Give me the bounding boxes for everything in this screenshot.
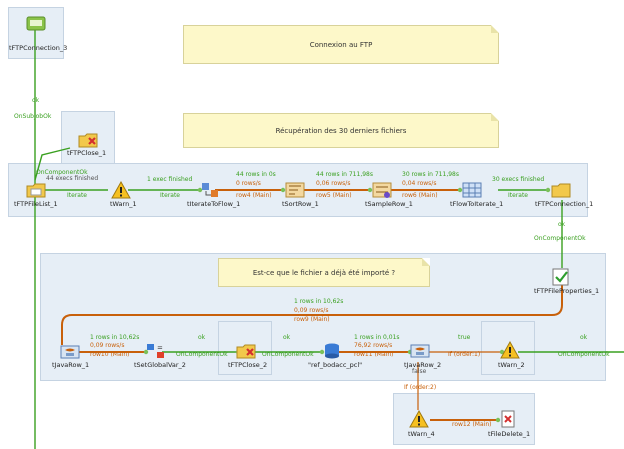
file-delete-icon[interactable] <box>498 410 518 428</box>
ftp-file-properties-icon[interactable] <box>551 268 571 286</box>
link-row10: row10 (Main) <box>90 351 130 358</box>
link-rows44-time: 44 rows in 0s <box>236 171 276 178</box>
warning-4-icon[interactable] <box>409 410 429 428</box>
link-iterate-2: Iterate <box>160 192 181 199</box>
link-row5: row5 (Main) <box>316 192 352 199</box>
link-oncompok-1: OnComponentOk <box>36 169 88 176</box>
link-ok-4: ok <box>283 334 291 341</box>
link-row11: row11 (Main) <box>354 351 394 358</box>
note-recup-text: Récupération des 30 derniers fichiers <box>275 126 407 135</box>
svg-text:=: = <box>157 344 163 352</box>
label-bodacc: "ref_bodacc_pcl" <box>308 361 363 369</box>
label-ftpprops: tFTPFileProperties_1 <box>534 287 600 295</box>
label-tflowiter: tFlowToIterate_1 <box>450 200 504 208</box>
warning-2-icon[interactable] <box>500 341 520 359</box>
link-rows30-rate: 0,04 rows/s <box>402 180 437 187</box>
sort-row-icon[interactable] <box>285 181 305 199</box>
link-ok-3: ok <box>198 334 206 341</box>
label-tsort: tSortRow_1 <box>282 200 319 208</box>
note-ftp-connection[interactable]: Connexion au FTP <box>183 25 499 64</box>
link-row9: row9 (Main) <box>294 316 330 323</box>
subjob-ftp-connection[interactable] <box>8 7 64 59</box>
link-rows44-rate: 0 rows/s <box>236 180 261 187</box>
database-input-icon[interactable] <box>322 342 342 360</box>
label-twarn4: tWarn_4 <box>408 430 435 438</box>
link-oncompok-4: OnComponentOk <box>262 351 314 358</box>
note-question-text: Est-ce que le fichier a déjà été importé… <box>252 268 396 277</box>
link-execs-44: 44 execs finished <box>46 175 99 182</box>
link-rows44b-rate: 0,06 rows/s <box>316 180 351 187</box>
link-oncompok-3: OnComponentOk <box>176 351 228 358</box>
note-ftp-text: Connexion au FTP <box>309 40 373 49</box>
ftp-connection-icon[interactable] <box>26 14 46 32</box>
java-row-icon[interactable] <box>60 343 80 361</box>
link-exec-1: 1 exec finished <box>147 176 193 183</box>
link-rows1c-time: 1 rows in 0,01s <box>354 334 400 341</box>
label-tjava1: tJavaRow_1 <box>52 361 90 369</box>
label-tjava2: tJavaRow_2 <box>404 361 442 369</box>
label-tsetglobal: tSetGlobalVar_2 <box>134 361 186 369</box>
sample-row-icon[interactable] <box>372 181 392 199</box>
label-twarn2: tWarn_2 <box>498 361 525 369</box>
link-oncompok-2: OnComponentOk <box>534 235 586 242</box>
link-iterate-3: Iterate <box>508 192 529 199</box>
link-rows1-rate: 0,09 rows/s <box>294 307 329 314</box>
set-global-var-icon[interactable]: = <box>146 342 166 360</box>
link-rows1b-rate: 0,09 rows/s <box>90 342 125 349</box>
link-if-order2: If (order:2) <box>404 384 437 391</box>
java-row-2-icon[interactable] <box>410 342 430 360</box>
link-row4: row4 (Main) <box>236 192 272 199</box>
label-ftpfilelist1: tFTPFileList_1 <box>14 200 58 208</box>
link-ok-1: ok <box>32 97 40 104</box>
link-row12: row12 (Main) <box>452 421 492 428</box>
link-if-order1: If (order:1) <box>448 351 481 358</box>
label-tfiledelete: tFileDelete_1 <box>488 430 531 438</box>
note-question[interactable]: Est-ce que le fichier a déjà été importé… <box>218 258 430 287</box>
label-ftpconn3: tFTPConnection_3 <box>9 44 68 52</box>
link-false: false <box>412 368 427 375</box>
label-ftpclose1: tFTPClose_1 <box>67 149 107 157</box>
flow-to-iterate-icon[interactable] <box>462 181 482 199</box>
link-rows44b-time: 44 rows in 711,98s <box>316 171 373 178</box>
note-recuperation[interactable]: Récupération des 30 derniers fichiers <box>183 113 499 148</box>
link-execs-30: 30 execs finished <box>492 176 545 183</box>
link-iterate-1: Iterate <box>67 192 88 199</box>
link-ok-2: ok <box>558 221 566 228</box>
link-rows30-time: 30 rows in 711,98s <box>402 171 459 178</box>
ftp-close-icon[interactable] <box>78 131 98 149</box>
link-rows1b-time: 1 rows in 10,62s <box>90 334 140 341</box>
link-ok-5: ok <box>580 334 588 341</box>
link-row6: row6 (Main) <box>402 192 438 199</box>
label-twarn1: tWarn_1 <box>110 200 137 208</box>
label-tsample: tSampleRow_1 <box>365 200 413 208</box>
label-ftpconn1: tFTPConnection_1 <box>535 200 594 208</box>
ftp-connection-1-icon[interactable] <box>551 181 571 199</box>
iterate-to-flow-icon[interactable] <box>200 181 220 199</box>
ftp-file-list-icon[interactable] <box>26 181 46 199</box>
link-rows1c-rate: 76,92 rows/s <box>354 342 393 349</box>
ftp-close-2-icon[interactable] <box>236 342 256 360</box>
link-rows1-time: 1 rows in 10,62s <box>294 298 344 305</box>
link-true: true <box>458 334 471 341</box>
label-titerate: tIterateToFlow_1 <box>187 200 241 208</box>
label-ftpclose2: tFTPClose_2 <box>228 361 268 369</box>
link-oncompok-5: OnComponentOk <box>558 351 610 358</box>
link-onsubjobok: OnSubjobOk <box>14 113 52 120</box>
warning-icon[interactable] <box>111 181 131 199</box>
